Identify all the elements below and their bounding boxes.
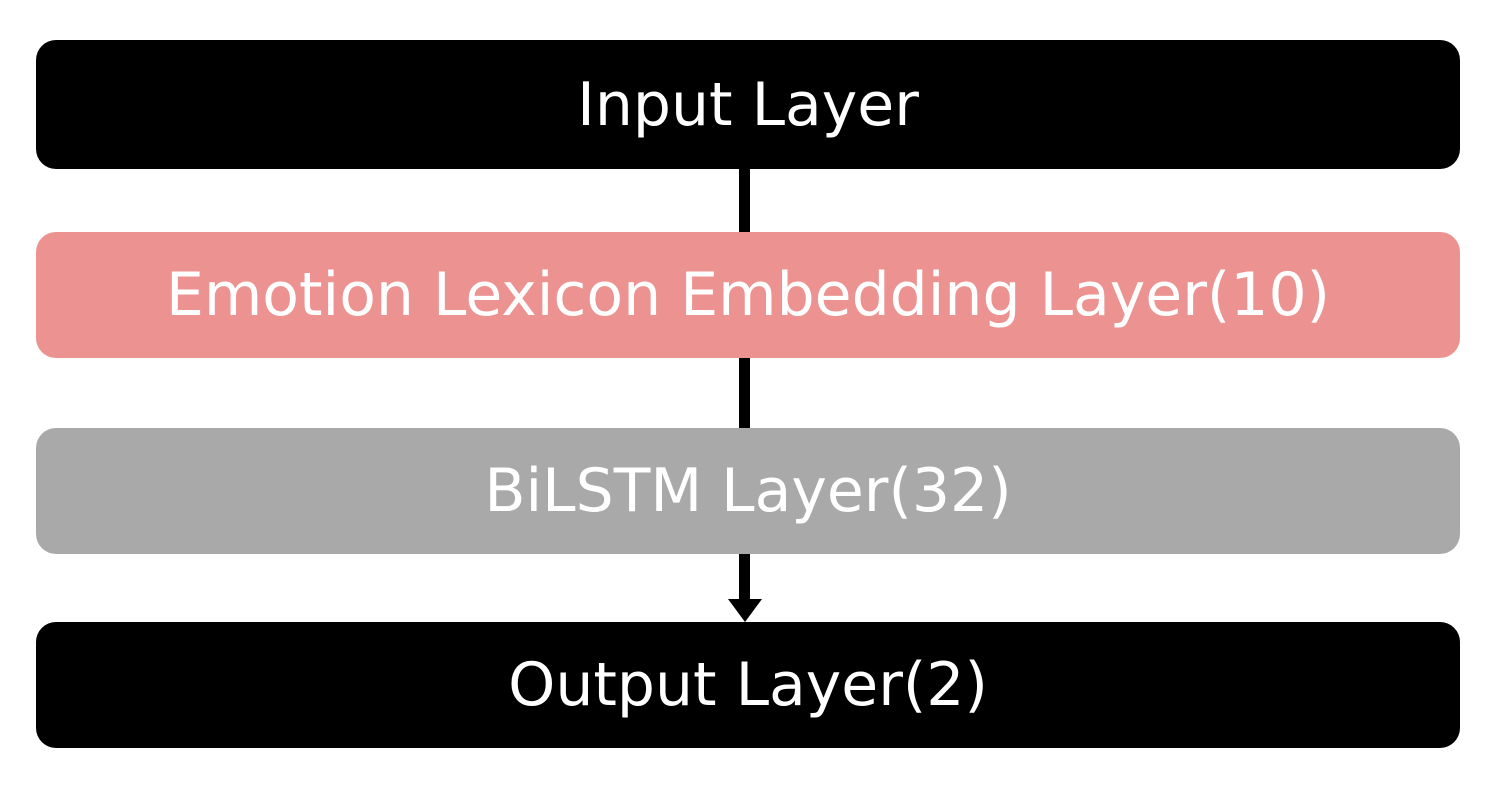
layer-label-emotion-lexicon-embedding: Emotion Lexicon Embedding Layer(10) <box>165 260 1331 330</box>
layer-label-bilstm: BiLSTM Layer(32) <box>484 456 1012 526</box>
layer-label-input: Input Layer <box>577 69 919 140</box>
layer-box-emotion-lexicon-embedding: Emotion Lexicon Embedding Layer(10) <box>36 232 1460 358</box>
layer-box-input: Input Layer <box>36 40 1460 169</box>
connector-line-embedding-to-bilstm <box>739 358 750 428</box>
layer-label-output: Output Layer(2) <box>508 650 988 720</box>
layer-box-bilstm: BiLSTM Layer(32) <box>36 428 1460 554</box>
layer-box-output: Output Layer(2) <box>36 622 1460 748</box>
arrowhead-down-icon <box>728 599 762 622</box>
connector-line-input-to-embedding <box>739 169 750 232</box>
connector-line-bilstm-to-output <box>739 554 750 601</box>
